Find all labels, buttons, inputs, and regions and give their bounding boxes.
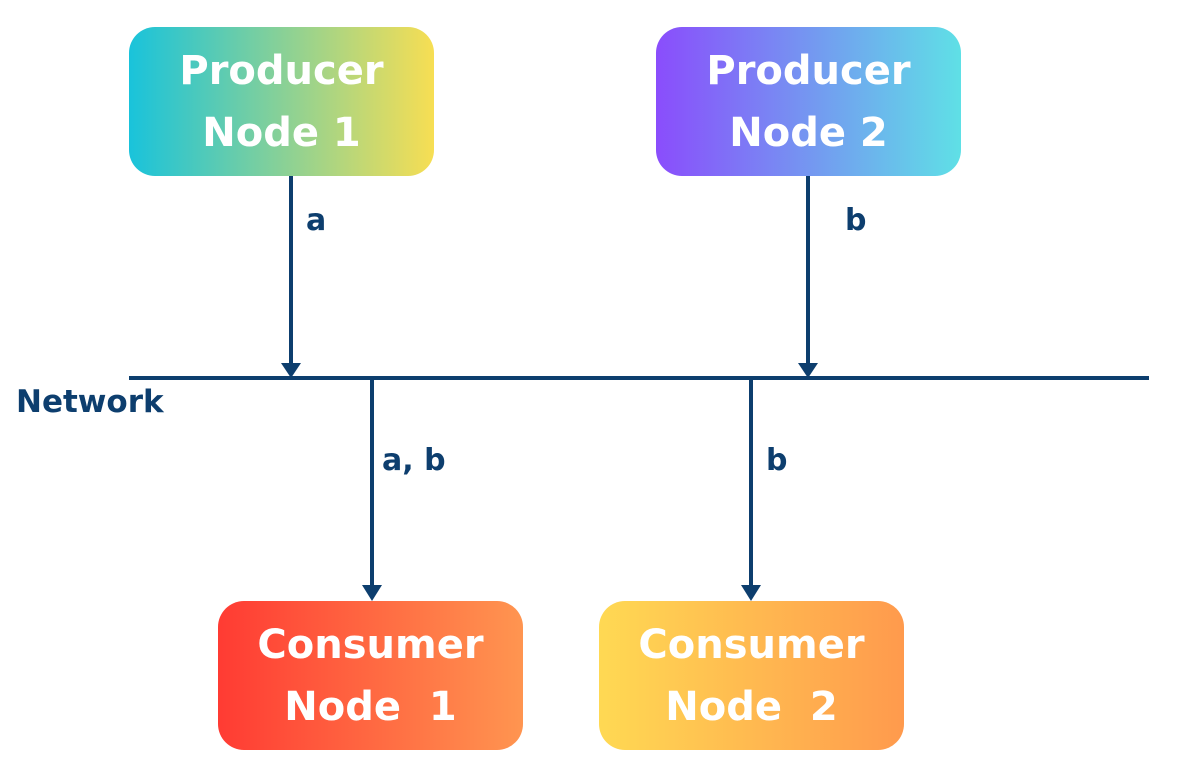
arrowhead-network-consumer2 — [741, 585, 761, 601]
arrowhead-producer1-network — [281, 363, 301, 378]
edge-label-producer2: b — [845, 203, 867, 238]
consumer-node-2-line2: Node 2 — [665, 683, 838, 730]
network-label: Network — [16, 384, 164, 420]
edge-label-consumer1: a, b — [382, 443, 446, 478]
producer-node-1-line2: Node 1 — [202, 109, 361, 156]
producer-node-2: Producer Node 2 — [656, 27, 961, 176]
edge-label-producer1: a — [306, 203, 327, 238]
producer-node-1: Producer Node 1 — [129, 27, 434, 176]
consumer-node-2: Consumer Node 2 — [599, 601, 904, 750]
consumer-node-1-line2: Node 1 — [284, 683, 457, 730]
producer-node-2-line2: Node 2 — [729, 109, 888, 156]
producer-node-2-line1: Producer — [706, 47, 911, 94]
consumer-node-1-line1: Consumer — [257, 621, 484, 668]
consumer-node-1: Consumer Node 1 — [218, 601, 523, 750]
producer-node-1-line1: Producer — [179, 47, 384, 94]
edge-label-consumer2: b — [766, 443, 788, 478]
arrowhead-producer2-network — [798, 363, 818, 378]
consumer-node-2-line1: Consumer — [638, 621, 865, 668]
arrowhead-network-consumer1 — [362, 585, 382, 601]
